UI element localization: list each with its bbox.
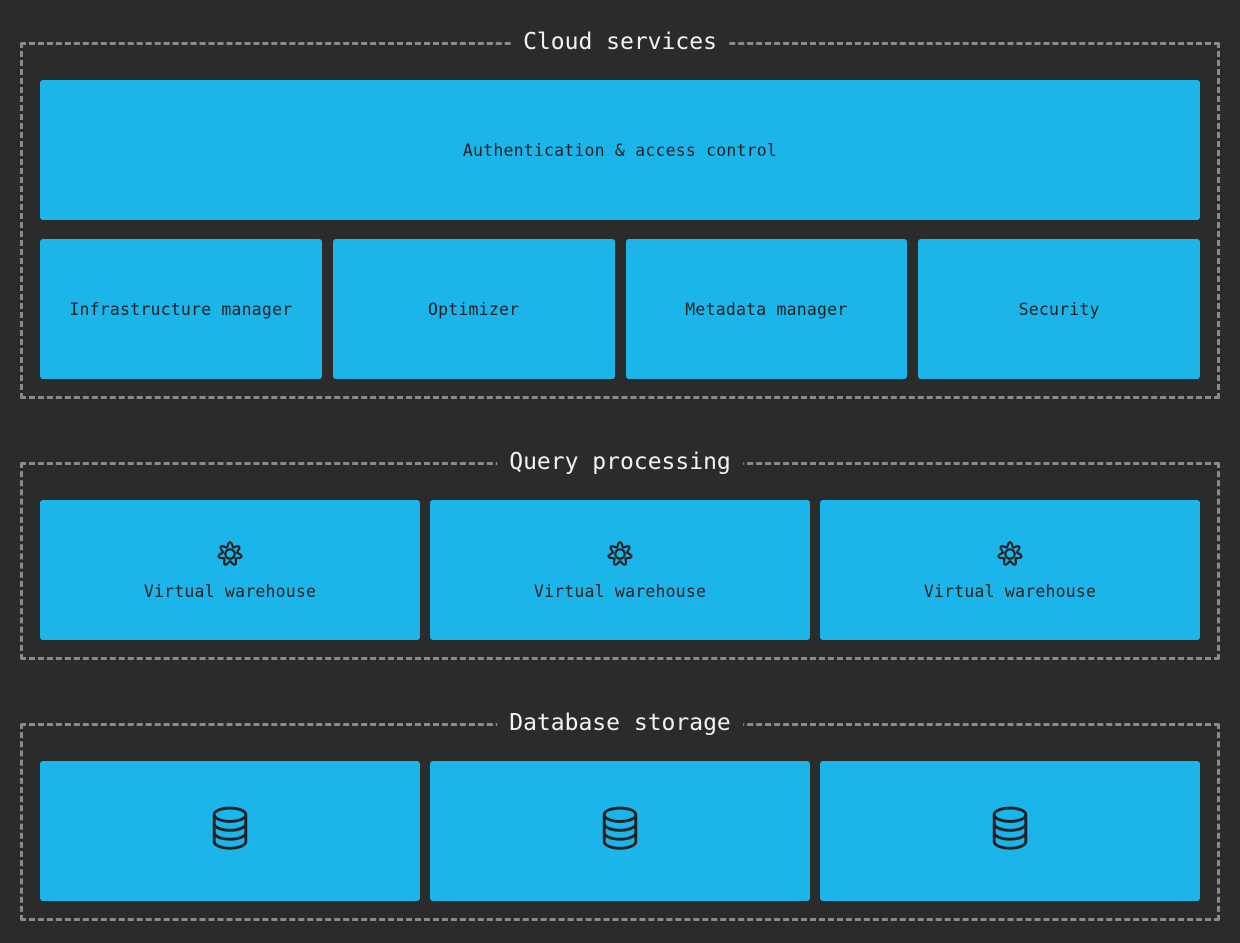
cloud-services-row: Infrastructure manager Optimizer Metadat…	[40, 239, 1200, 379]
metadata-manager-box: Metadata manager	[625, 239, 908, 379]
security-box: Security	[918, 239, 1200, 379]
database-icon	[597, 804, 643, 858]
virtual-warehouse-label: Virtual warehouse	[923, 582, 1097, 601]
section-title-cloud-services: Cloud services	[511, 28, 729, 56]
virtual-warehouse-box: Virtual warehouse	[40, 500, 420, 640]
database-box	[430, 761, 810, 901]
virtual-warehouse-label: Virtual warehouse	[143, 582, 317, 601]
database-icon	[987, 804, 1033, 858]
virtual-warehouse-box: Virtual warehouse	[430, 500, 810, 640]
auth-access-control-label: Authentication & access control	[462, 140, 778, 160]
gear-icon	[215, 539, 245, 569]
gear-icon	[605, 539, 635, 569]
section-title-database-storage: Database storage	[497, 709, 743, 737]
database-icon	[207, 804, 253, 858]
section-query-processing: Query processing Virtual warehouse	[20, 448, 1220, 660]
database-box	[40, 761, 420, 901]
security-label: Security	[1018, 299, 1100, 319]
query-processing-row: Virtual warehouse Virtual warehouse	[40, 500, 1200, 640]
auth-access-control-box: Authentication & access control	[40, 80, 1200, 220]
metadata-manager-label: Metadata manager	[685, 299, 848, 319]
section-title-query-processing: Query processing	[497, 448, 743, 476]
optimizer-box: Optimizer	[332, 239, 615, 379]
section-database-storage: Database storage	[20, 709, 1220, 921]
database-storage-row	[40, 761, 1200, 901]
database-box	[820, 761, 1200, 901]
infrastructure-manager-box: Infrastructure manager	[40, 239, 322, 379]
infrastructure-manager-label: Infrastructure manager	[69, 299, 293, 319]
virtual-warehouse-label: Virtual warehouse	[533, 582, 707, 601]
virtual-warehouse-box: Virtual warehouse	[820, 500, 1200, 640]
optimizer-label: Optimizer	[428, 299, 520, 319]
gear-icon	[995, 539, 1025, 569]
section-cloud-services: Cloud services Authentication & access c…	[20, 28, 1220, 399]
